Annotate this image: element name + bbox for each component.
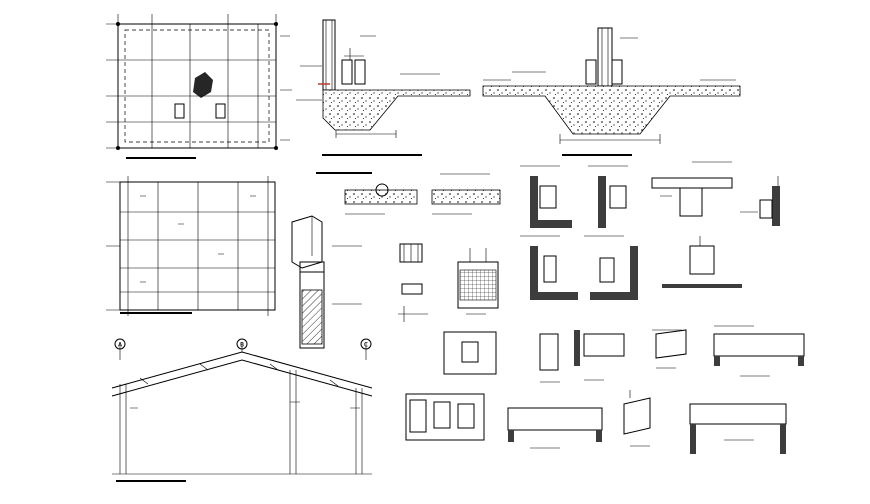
roof-framing-plan <box>106 176 276 316</box>
slab-sections <box>316 172 501 215</box>
footing-section-left <box>296 19 471 156</box>
corner-wall-details <box>520 165 638 300</box>
portal-frame-elevation: A B C <box>111 338 373 482</box>
footing-section-right <box>482 27 741 156</box>
beam-connection-details <box>651 161 780 288</box>
grid-axis-b-label: B <box>240 342 244 349</box>
lower-details <box>405 313 805 454</box>
grid-axis-c-label: C <box>364 342 368 349</box>
grid-axis-a-label: A <box>118 342 123 349</box>
foundation-plan <box>106 14 292 159</box>
anchor-plate-details <box>398 243 499 322</box>
column-details <box>291 215 362 349</box>
